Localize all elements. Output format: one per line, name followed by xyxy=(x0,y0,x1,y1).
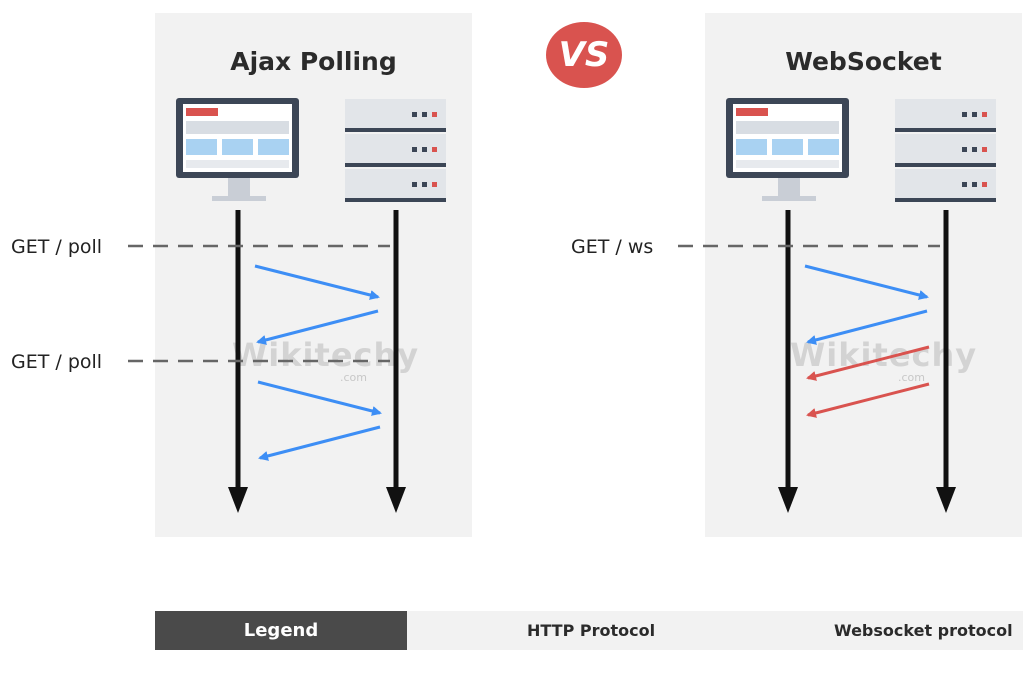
server-icon xyxy=(345,99,446,202)
get-poll-label-1: GET / poll xyxy=(11,236,103,258)
websocket-title: WebSocket xyxy=(785,47,942,76)
get-poll-label-2: GET / poll xyxy=(11,351,103,373)
server-icon xyxy=(895,99,996,202)
client-monitor-icon xyxy=(176,98,299,201)
legend-websocket-label: Websocket protocol xyxy=(834,621,1013,640)
http-arrow xyxy=(256,309,379,345)
ajax-polling-title: Ajax Polling xyxy=(230,47,397,76)
server-timeline-ws xyxy=(936,210,956,513)
legend-http-label: HTTP Protocol xyxy=(527,621,656,640)
websocket-arrow xyxy=(806,382,930,418)
http-arrow xyxy=(257,380,382,416)
server-timeline-ajax xyxy=(386,210,406,513)
client-monitor-icon xyxy=(726,98,849,201)
legend-strip xyxy=(407,611,1023,650)
vs-badge: VS xyxy=(546,22,622,88)
watermark-right-sub: .com xyxy=(898,371,925,384)
http-arrow xyxy=(804,264,929,300)
http-arrow xyxy=(806,309,928,345)
http-arrow xyxy=(254,264,380,300)
websocket-arrow xyxy=(806,345,930,381)
get-ws-label: GET / ws xyxy=(571,236,654,258)
http-arrow xyxy=(258,425,381,461)
client-timeline-ajax xyxy=(228,210,248,513)
watermark-left-sub: .com xyxy=(340,371,367,384)
legend-title: Legend xyxy=(155,611,407,650)
client-timeline-ws xyxy=(778,210,798,513)
